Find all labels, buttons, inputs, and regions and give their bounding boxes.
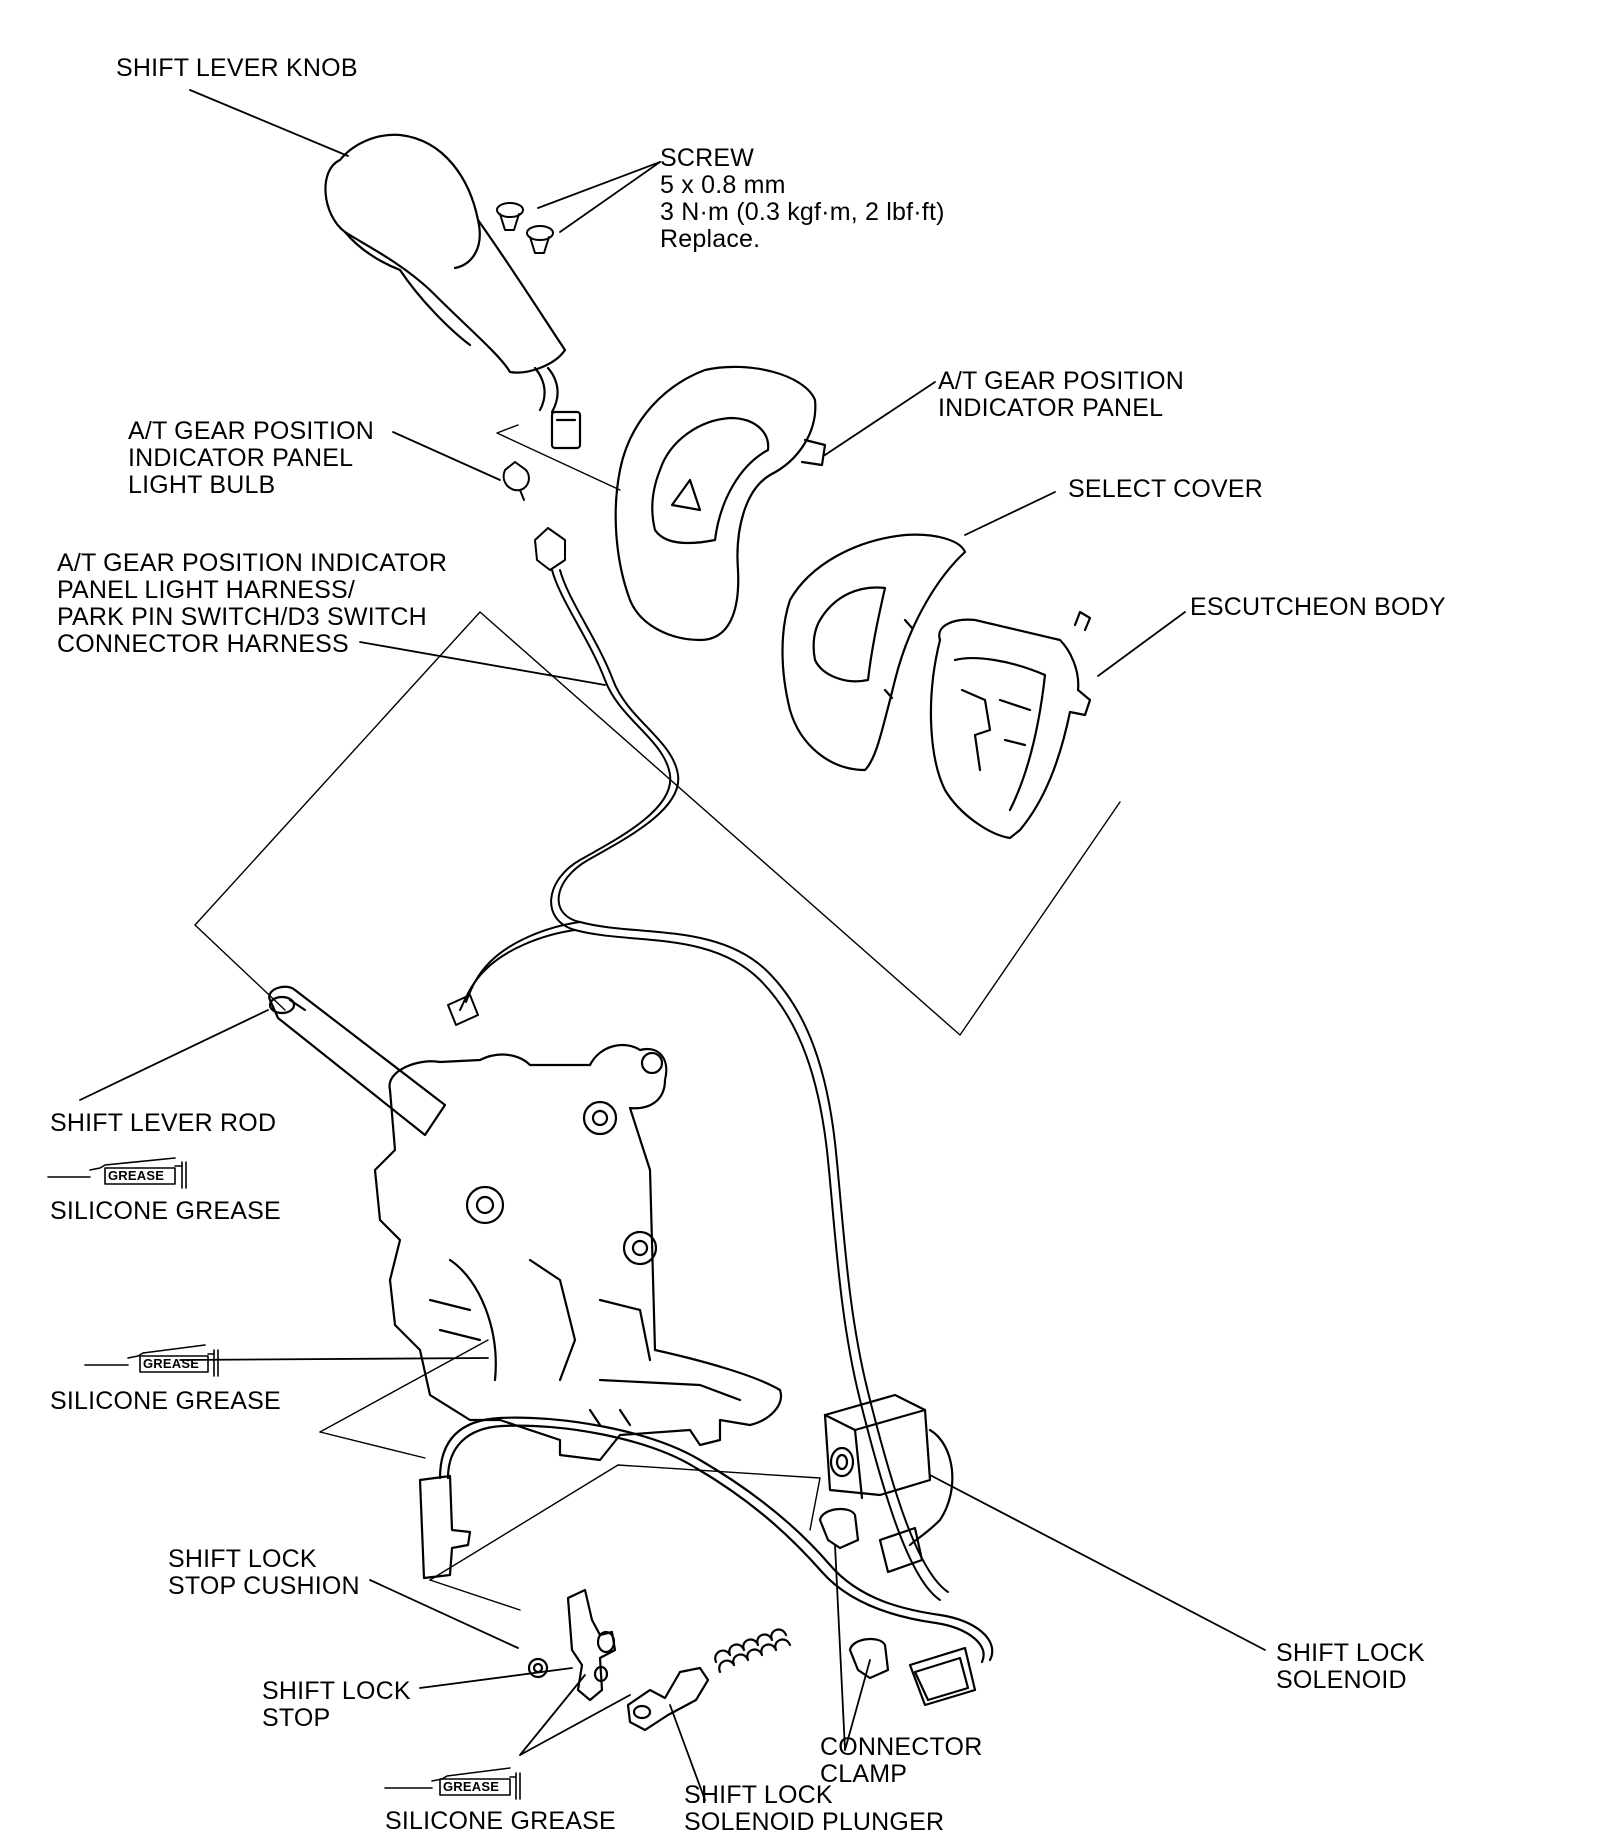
grease-tube-icon-3: [384, 1767, 521, 1800]
label-shift-lever-rod: SHIFT LEVER ROD: [50, 1109, 277, 1137]
label-silicone-grease-2: SILICONE GREASE: [50, 1387, 281, 1415]
grease-tube-text-3: GREASE: [443, 1779, 500, 1794]
light-bulb-part: [502, 461, 530, 501]
label-select-cover: SELECT COVER: [1068, 475, 1264, 503]
label-shift-lever-knob: SHIFT LEVER KNOB: [116, 54, 358, 82]
label-connector-clamp: CONNECTOR CLAMP: [820, 1733, 983, 1788]
label-screw: SCREW 5 x 0.8 mm 3 N·m (0.3 kgf·m, 2 lbf…: [660, 144, 945, 253]
label-escutcheon-body: ESCUTCHEON BODY: [1190, 593, 1446, 621]
label-shift-lock-stop: SHIFT LOCK STOP: [262, 1677, 411, 1732]
grease-tube-text-1: GREASE: [108, 1168, 165, 1183]
shift-lock-plunger-part: [626, 1628, 792, 1732]
label-harness: A/T GEAR POSITION INDICATOR PANEL LIGHT …: [57, 549, 448, 658]
shift-lever-knob-part: [324, 133, 582, 450]
indicator-panel-part: [614, 365, 827, 642]
leader-lines: [79, 89, 1266, 1801]
label-shift-lock-solenoid-plunger: SHIFT LOCK SOLENOID PLUNGER: [684, 1781, 945, 1836]
label-shift-lock-stop-cushion: SHIFT LOCK STOP CUSHION: [168, 1545, 360, 1600]
label-shift-lock-solenoid: SHIFT LOCK SOLENOID: [1276, 1639, 1425, 1694]
assembly-guide-lines: [194, 424, 1121, 1611]
grease-tube-text-2: GREASE: [143, 1356, 200, 1371]
shift-lever-rod-part: [268, 985, 447, 1137]
harness-part: [447, 527, 949, 1601]
escutcheon-body-part: [929, 610, 1092, 840]
shift-lock-solenoid-part: [823, 1393, 954, 1574]
label-silicone-grease-3: SILICONE GREASE: [385, 1807, 616, 1835]
select-cover-part: [781, 533, 967, 772]
grease-tube-icon-2: [84, 1344, 219, 1377]
connector-clamps-part: [818, 1507, 977, 1707]
label-indicator-panel: A/T GEAR POSITION INDICATOR PANEL: [938, 367, 1185, 422]
label-silicone-grease-1: SILICONE GREASE: [50, 1197, 281, 1225]
grease-tube-icon-1: [47, 1157, 187, 1189]
shift-lever-housing-part: [373, 1043, 783, 1462]
shift-lock-stop-part: [527, 1588, 617, 1702]
screws-part: [496, 202, 554, 254]
park-pin-switch-part: [418, 1416, 994, 1664]
label-light-bulb: A/T GEAR POSITION INDICATOR PANEL LIGHT …: [128, 417, 375, 499]
